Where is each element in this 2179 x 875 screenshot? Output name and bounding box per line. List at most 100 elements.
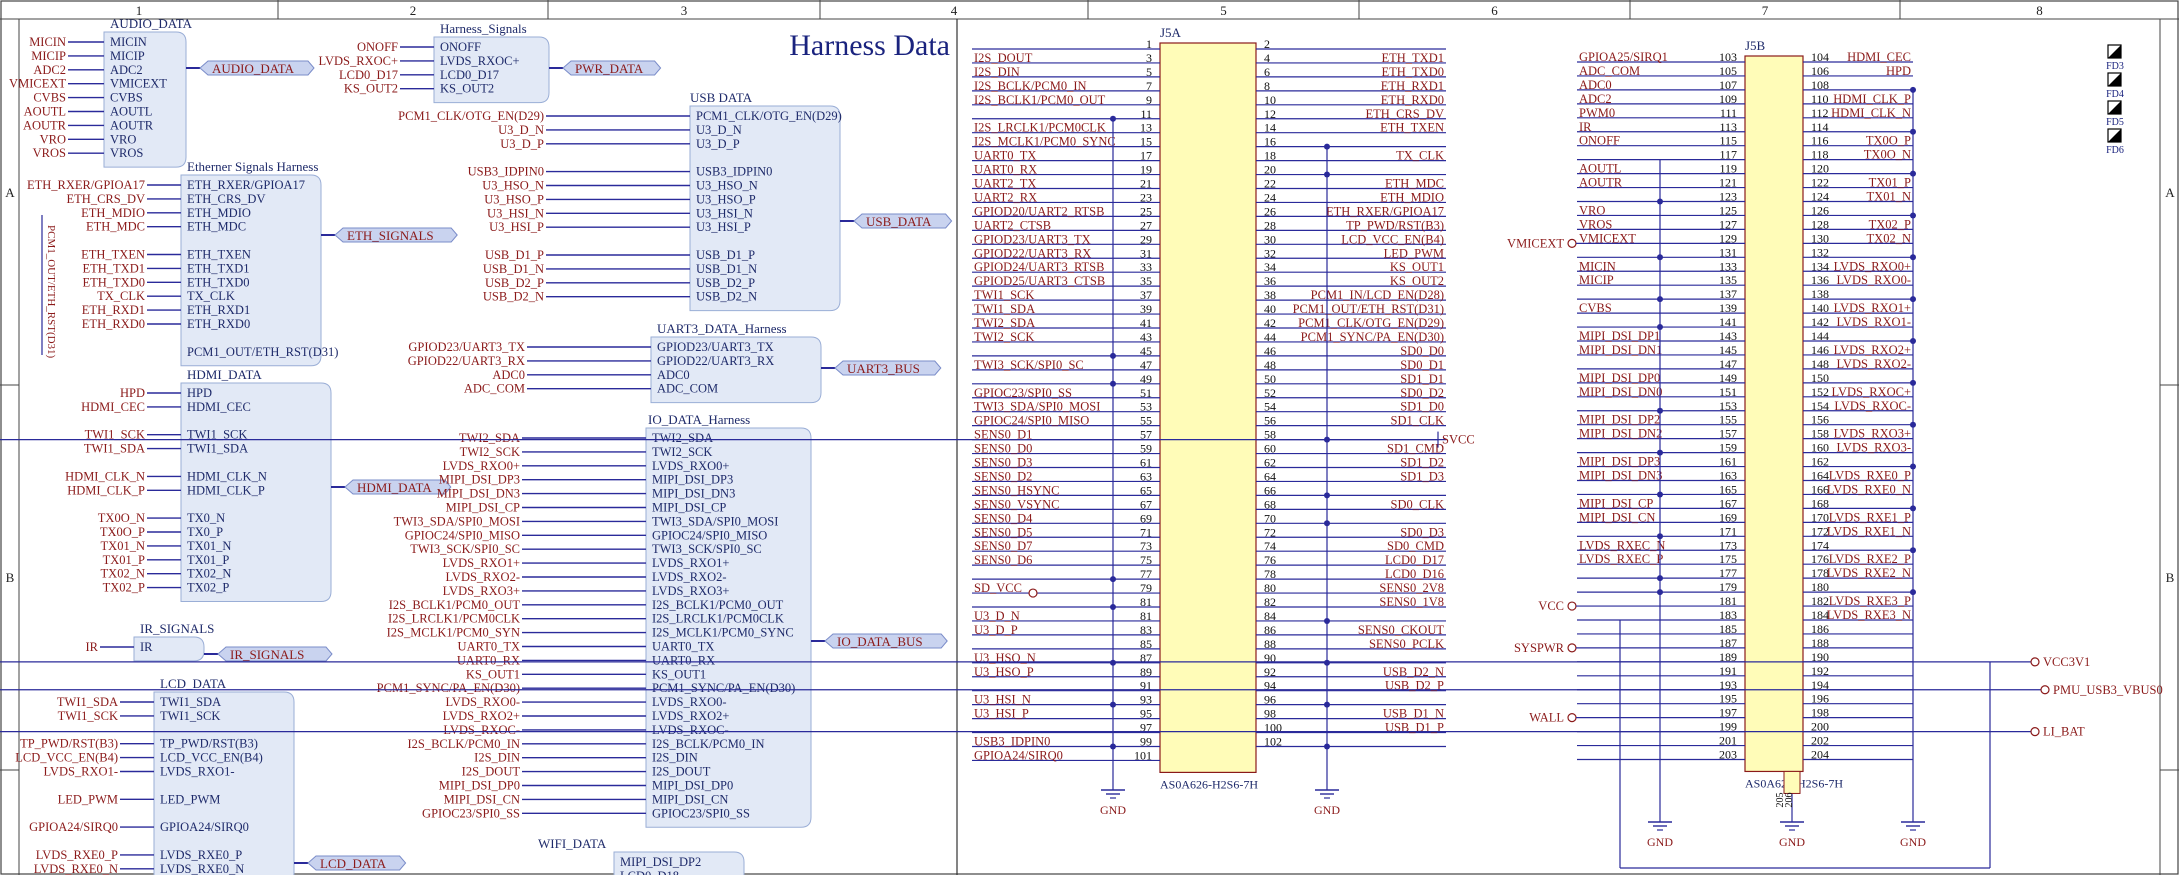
net-label: TX02_N	[1867, 231, 1911, 245]
pin-number: 60	[1264, 442, 1276, 456]
bus-port	[199, 60, 315, 76]
frame-row-label: B	[2166, 570, 2175, 585]
pin-number: 184	[1811, 608, 1829, 622]
harness-net-label: GPIOD22/UART3_RX	[408, 354, 525, 368]
harness-net-label: HDMI_CLK_N	[65, 469, 145, 483]
harness-pin-label: IR	[140, 640, 153, 654]
fiducial-mark	[2108, 129, 2121, 142]
net-label: SENS0_D1	[974, 428, 1032, 442]
junction-dot	[1324, 701, 1330, 708]
net-label: ETH_TXD0	[1382, 65, 1445, 79]
junction-dot	[1657, 449, 1663, 456]
junction-dot	[1110, 576, 1116, 583]
pin-number: 172	[1811, 524, 1829, 538]
pin-number: 20	[1264, 163, 1276, 177]
harness-pin-label: ETH_RXER/GPIOA17	[187, 178, 305, 192]
pin-number: 57	[1140, 428, 1152, 442]
net-label: LVDS_RXO1+	[1834, 301, 1911, 315]
frame-col-label: 3	[681, 3, 688, 18]
harness-pin-label: HDMI_CEC	[187, 400, 251, 414]
harness-title: UART3_DATA_Harness	[657, 321, 787, 336]
harness-pin-label: USB3_IDPIN0	[696, 165, 772, 179]
pin-number: 182	[1811, 594, 1829, 608]
harness-pin-label: I2S_LRCLK1/PCM0CLK	[652, 612, 784, 626]
pin-number: 12	[1264, 107, 1276, 121]
net-label: UART2_CTSB	[974, 218, 1051, 232]
harness-pin-label: TX0_P	[187, 525, 223, 539]
pin-number: 54	[1264, 400, 1276, 414]
harness-body	[180, 174, 322, 367]
pin-number: 63	[1140, 469, 1152, 483]
frame-col-label: 1	[136, 3, 143, 18]
pin-number: 52	[1264, 386, 1276, 400]
junction-dot	[1110, 380, 1116, 387]
pin-number: 201	[1719, 734, 1737, 748]
connector-j5b: J5BAS0A626-H2S6-7H103GPIOA25/SIRQ1105ADC…	[0, 38, 2163, 869]
harness-net-label: ETH_MDIO	[81, 206, 145, 220]
pin-number: 15	[1140, 135, 1152, 149]
net-label: ETH_RXER/GPIOA17	[1326, 204, 1444, 218]
pin-number: 176	[1811, 552, 1829, 566]
pin-number: 136	[1811, 273, 1829, 287]
harness-net-label: I2S_MCLK1/PCM0_SYN	[387, 626, 520, 640]
pin-number: 165	[1719, 482, 1737, 496]
pin-number: 48	[1264, 358, 1276, 372]
pin-number: 113	[1719, 120, 1737, 134]
pin-number: 169	[1719, 510, 1737, 524]
fiducial-mark	[2108, 73, 2121, 86]
pin-number: 56	[1264, 414, 1276, 428]
harness-pin-label: LVDS_RXO1+	[652, 556, 729, 570]
pin-number: 13	[1140, 121, 1152, 135]
harness-pin-label: PCM1_CLK/OTG_EN(D29)	[696, 109, 842, 123]
net-label: VRO	[1579, 203, 1605, 217]
power-label: VCC	[1538, 599, 1564, 613]
harness-net-label: ADC_COM	[464, 382, 525, 396]
power-port-circle	[2030, 726, 2040, 737]
harness-net-label: TX0O_P	[100, 525, 145, 539]
harness-pin-label: LED_PWM	[160, 792, 220, 806]
harness-pin-label: UART0_TX	[652, 640, 714, 654]
power-port-circle	[1567, 643, 1577, 653]
pin-number: 115	[1719, 134, 1737, 148]
harness-pin-label: USB_D2_P	[696, 276, 755, 290]
harness-body	[650, 336, 822, 404]
net-label: SENS0_D4	[974, 511, 1033, 525]
harness-hdmi: HDMI_DATAHPDHPDHDMI_CECHDMI_CECTWI1_SCKT…	[65, 367, 452, 602]
net-label: SENS0_CKOUT	[1358, 623, 1444, 637]
junction-dot	[1324, 617, 1330, 624]
connector-body	[1744, 55, 1804, 773]
harness-title: Harness_Signals	[440, 21, 527, 36]
pin-number: 94	[1264, 679, 1276, 693]
harness-net-label: TWI1_SCK	[58, 709, 118, 723]
power-port-circle	[1028, 588, 1038, 598]
junction-dot	[1910, 254, 1916, 261]
pin-number: 61	[1140, 456, 1152, 470]
harness-pin-label: AOUTR	[110, 118, 154, 132]
power-label: PMU_USB3_VBUS0	[2053, 683, 2163, 697]
pin-number: 100	[1264, 721, 1282, 735]
pin-number: 106	[1811, 64, 1829, 78]
net-label: LVDS_RXE3_N	[1827, 608, 1911, 622]
fiducial-label: FD3	[2106, 61, 2124, 72]
net-label: SD0_CLK	[1391, 497, 1444, 511]
harness-net-label: I2S_LRCLK1/PCM0CLK	[388, 612, 520, 626]
net-label: SENS0_D0	[974, 442, 1032, 456]
pin-number: 195	[1719, 692, 1737, 706]
harness-net-label: MIPI_DSI_CP	[446, 501, 520, 515]
harness-pin-label: LVDS_RXO1-	[160, 765, 235, 779]
pin-number: 34	[1264, 260, 1276, 274]
power-port-circle	[2040, 685, 2050, 695]
net-label: PWM0	[1579, 106, 1615, 120]
net-label: TX01_P	[1869, 176, 1911, 190]
net-label: SENS0_VSYNC	[974, 497, 1059, 511]
harness-title: AUDIO_DATA	[110, 16, 193, 31]
pin-number: 99	[1140, 735, 1152, 749]
pin-number: 160	[1811, 441, 1829, 455]
net-label: I2S_DIN	[974, 65, 1020, 79]
junction-dot	[1910, 296, 1916, 303]
pin-number: 41	[1140, 316, 1152, 330]
harness-eth: Etherner Signals HarnessETH_RXER/GPIOA17…	[27, 159, 458, 367]
